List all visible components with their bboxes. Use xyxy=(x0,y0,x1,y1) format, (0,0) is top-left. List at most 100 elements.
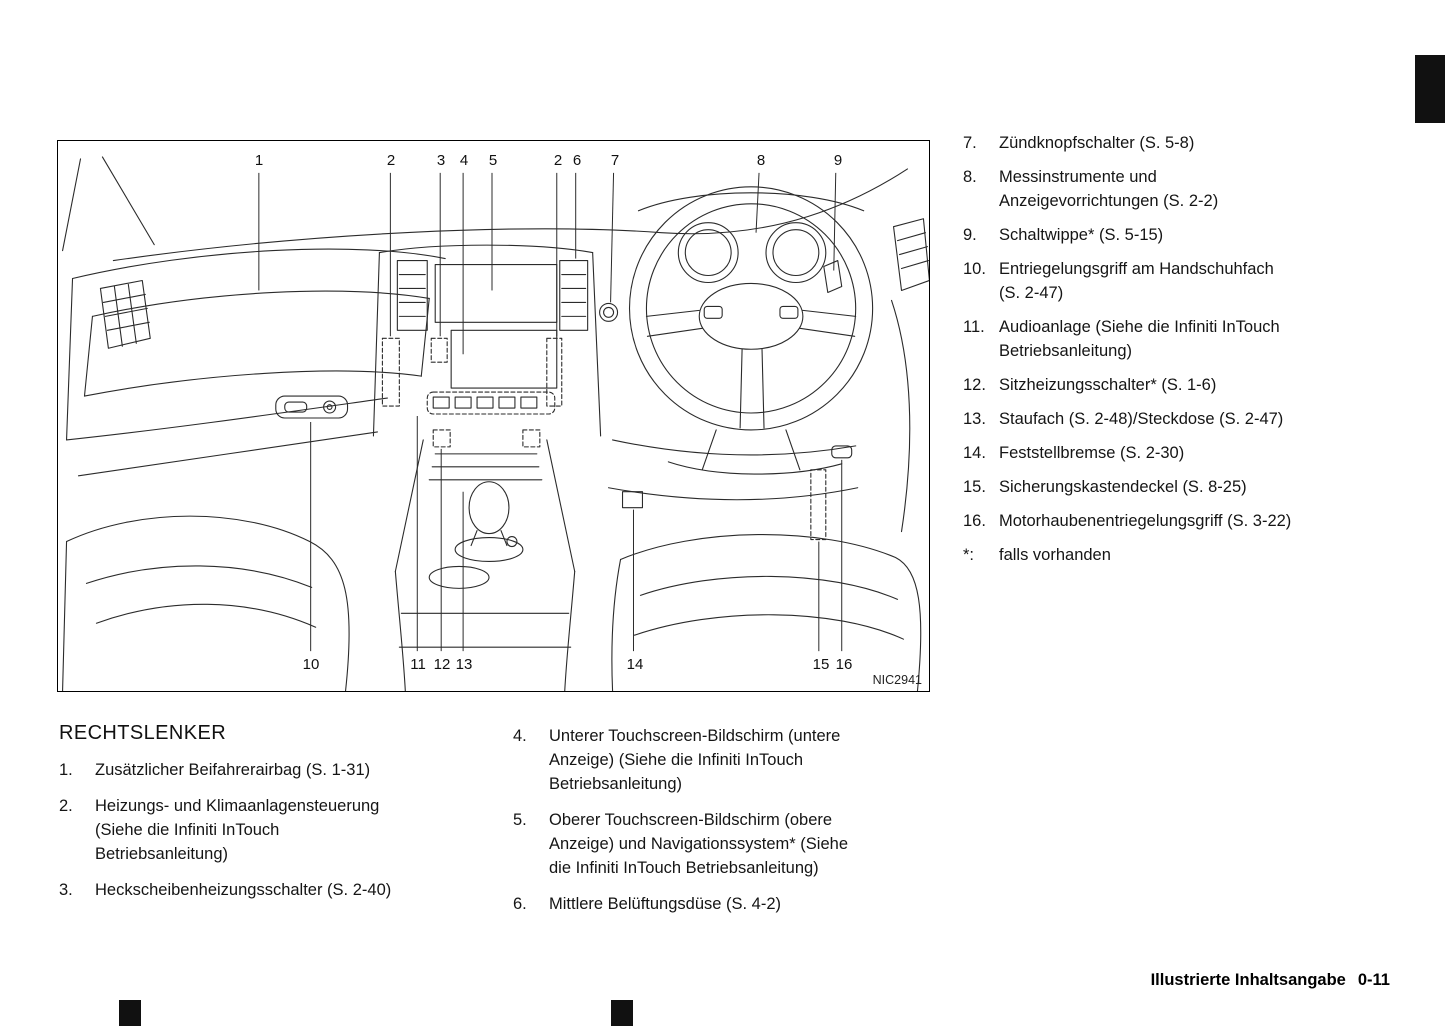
item-number: 4. xyxy=(513,727,527,745)
callout-number: 11 xyxy=(410,656,426,673)
callout-number: 8 xyxy=(756,152,766,169)
ignition-button xyxy=(599,302,619,322)
callout-number: 7 xyxy=(610,152,620,169)
dashboard-figure: 1 2 3 4 5 2 6 7 8 9 10 11 12 13 14 15 16… xyxy=(57,140,930,692)
registration-mark xyxy=(611,1000,633,1026)
item-text: Unterer Touchscreen-Bildschirm (untere A… xyxy=(549,727,841,793)
legend-item: 9. Schaltwippe* (S. 5-15) xyxy=(963,223,1361,247)
legend-item: 11. Audioanlage (Siehe die Infiniti InTou… xyxy=(963,315,1361,363)
glovebox-handle xyxy=(275,395,349,419)
item-text: falls vorhanden xyxy=(999,546,1111,564)
item-text: Feststellbremse (S. 2-30) xyxy=(999,444,1185,462)
legend-item: 14. Feststellbremse (S. 2-30) xyxy=(963,441,1361,465)
item-number: 7. xyxy=(963,134,977,152)
callout-number: 3 xyxy=(436,152,446,169)
item-text: Oberer Touchscreen-Bildschirm (obere Anz… xyxy=(549,811,848,877)
legend-item: 10. Entriegelungsgriff am Handschuhfach (… xyxy=(963,257,1361,305)
item-number: *: xyxy=(963,546,975,564)
legend-item: 3.Heckscheibenheizungsschalter (S. 2-40) xyxy=(59,878,443,902)
callout-number: 13 xyxy=(455,656,473,673)
left-side-vent xyxy=(99,279,151,349)
item-text: Motorhaubenentriegelungsgriff (S. 3-22) xyxy=(999,512,1292,530)
callout-number: 9 xyxy=(833,152,843,169)
item-number: 5. xyxy=(513,811,527,829)
left-seat xyxy=(62,515,350,691)
windshield-base xyxy=(112,168,909,262)
legend-item: 2. Heizungs- und Klimaanlagensteuerung (S… xyxy=(59,794,443,866)
item-number: 12. xyxy=(963,376,986,394)
right-side-vent xyxy=(892,218,929,292)
item-text: Staufach (S. 2-48)/Steckdose (S. 2-47) xyxy=(999,410,1284,428)
page-footer: Illustrierte Inhaltsangabe 0-11 xyxy=(1151,971,1390,990)
item-number: 10. xyxy=(963,260,986,278)
item-number: 1. xyxy=(59,761,73,779)
legend-middle: 4. Unterer Touchscreen-Bildschirm (untere… xyxy=(513,724,893,916)
legend-item: 15. Sicherungskastendeckel (S. 8-25) xyxy=(963,475,1361,499)
item-number: 6. xyxy=(513,895,527,913)
callout-number: 2 xyxy=(553,152,563,169)
instrument-cluster xyxy=(637,192,865,284)
item-number: 15. xyxy=(963,478,986,496)
legend-right: 7. Zündknopfschalter (S. 5-8) 8. Messinstr… xyxy=(963,131,1361,567)
item-text: Zusätzlicher Beifahrerairbag (S. 1-31) xyxy=(95,761,371,779)
item-text: Sitzheizungsschalter* (S. 1-6) xyxy=(999,376,1217,394)
right-seat xyxy=(611,534,922,691)
callout-number: 5 xyxy=(488,152,498,169)
chapter-thumb-tab xyxy=(1415,55,1445,123)
figure-code: NIC2941 xyxy=(872,673,922,687)
item-text: Heizungs- und Klimaanlagensteuerung (Sie… xyxy=(95,797,380,863)
left-pillar xyxy=(62,156,155,252)
item-text: Sicherungskastendeckel (S. 8-25) xyxy=(999,478,1247,496)
item-number: 14. xyxy=(963,444,986,462)
item-number: 11. xyxy=(963,318,985,336)
legend-footnote: *: falls vorhanden xyxy=(963,543,1361,567)
upper-touchscreen xyxy=(434,264,558,323)
item-number: 16. xyxy=(963,512,986,530)
passenger-dashboard xyxy=(66,248,446,477)
driver-lower-dash xyxy=(608,299,911,541)
dashboard-line-art xyxy=(62,156,929,691)
footer-page-number: 0-11 xyxy=(1357,971,1390,989)
item-text: Zündknopfschalter (S. 5-8) xyxy=(999,134,1195,152)
item-text: Mittlere Belüftungsdüse (S. 4-2) xyxy=(549,895,782,913)
parking-brake-pedal xyxy=(621,491,644,509)
hood-release-handle xyxy=(831,445,853,459)
callout-number: 6 xyxy=(572,152,582,169)
lower-touchscreen xyxy=(450,329,558,389)
callout-number: 15 xyxy=(812,656,830,673)
callout-number: 14 xyxy=(626,656,644,673)
item-text: Audioanlage (Siehe die Infiniti InTouch … xyxy=(999,318,1280,360)
callout-number: 12 xyxy=(433,656,451,673)
section-heading: RECHTSLENKER xyxy=(59,722,227,744)
legend-item: 4. Unterer Touchscreen-Bildschirm (untere… xyxy=(513,724,893,796)
legend-item: 6. Mittlere Belüftungsdüse (S. 4-2) xyxy=(513,892,893,916)
legend-left: 1. Zusätzlicher Beifahrerairbag (S. 1-31)… xyxy=(59,758,443,902)
callout-number: 10 xyxy=(302,656,320,673)
center-stack xyxy=(372,244,602,448)
item-number: 2. xyxy=(59,797,73,815)
item-text: Entriegelungsgriff am Handschuhfach (S. … xyxy=(999,260,1274,302)
item-text: Messinstrumente und Anzeigevorrichtungen… xyxy=(999,168,1219,210)
item-text: Heckscheibenheizungsschalter (S. 2-40) xyxy=(95,881,392,899)
steering-wheel xyxy=(628,186,874,431)
item-number: 13. xyxy=(963,410,986,428)
callout-number: 4 xyxy=(459,152,469,169)
footer-section-title: Illustrierte Inhaltsangabe xyxy=(1150,971,1346,989)
fuse-box-cover xyxy=(810,469,827,541)
legend-item: 5. Oberer Touchscreen-Bildschirm (obere A… xyxy=(513,808,893,880)
callout-number: 16 xyxy=(835,656,853,673)
item-text: Schaltwippe* (S. 5-15) xyxy=(999,226,1164,244)
callout-leader-lines xyxy=(258,172,843,652)
paddle-shifter xyxy=(823,260,843,293)
center-console xyxy=(394,439,576,691)
callout-number: 2 xyxy=(386,152,396,169)
item-number: 9. xyxy=(963,226,977,244)
legend-item: 13. Staufach (S. 2-48)/Steckdose (S. 2-47… xyxy=(963,407,1361,431)
item-number: 8. xyxy=(963,168,977,186)
legend-item: 8. Messinstrumente und Anzeigevorrichtung… xyxy=(963,165,1361,213)
callout-number: 1 xyxy=(254,152,264,169)
registration-mark xyxy=(119,1000,141,1026)
legend-item: 7. Zündknopfschalter (S. 5-8) xyxy=(963,131,1361,155)
legend-item: 1. Zusätzlicher Beifahrerairbag (S. 1-31) xyxy=(59,758,443,782)
